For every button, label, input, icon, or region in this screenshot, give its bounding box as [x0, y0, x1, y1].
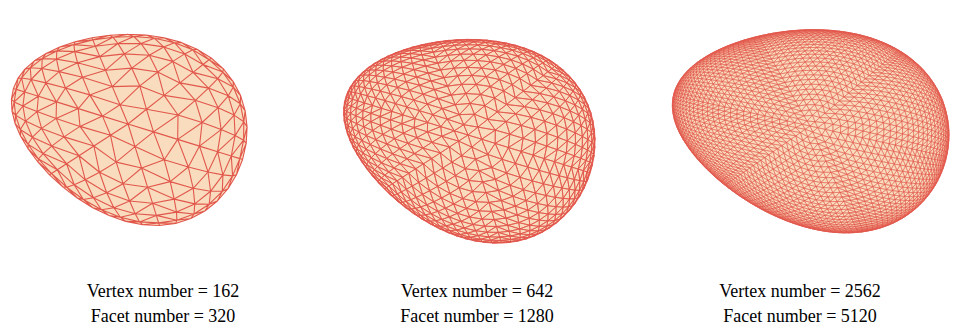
- fine-mesh: [672, 30, 949, 233]
- mesh-count-label: Vertex number = 2562: [719, 281, 881, 302]
- mesh-fill: [344, 39, 595, 243]
- mesh-count-label: Vertex number = 162: [87, 281, 240, 302]
- mesh-fill: [11, 34, 247, 225]
- mesh-count-label: Vertex number = 642: [401, 281, 554, 302]
- mesh-count-label: Facet number = 1280: [400, 306, 554, 327]
- mesh-edges: [11, 34, 247, 225]
- mesh-count-label: Facet number = 5120: [723, 306, 877, 327]
- medium-mesh: [344, 39, 595, 243]
- mesh-edges: [672, 30, 949, 233]
- mesh-count-label: Facet number = 320: [91, 306, 236, 327]
- coarse-mesh: [11, 34, 247, 225]
- mesh-edges: [344, 39, 595, 243]
- mesh-fill: [672, 30, 949, 233]
